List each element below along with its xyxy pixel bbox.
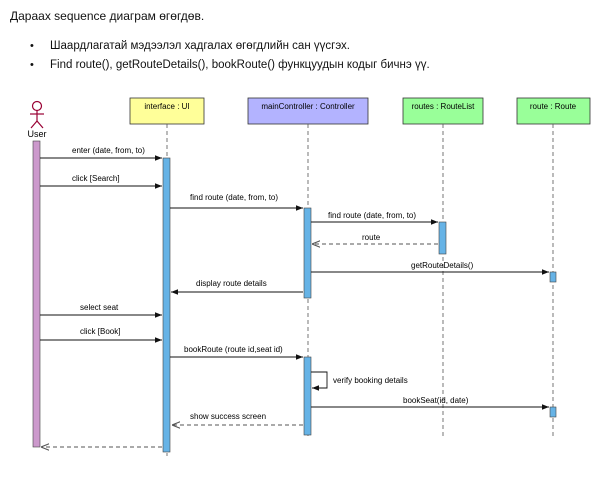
message-label: enter (date, from, to): [72, 146, 145, 155]
task-item: • Find route(), getRouteDetails(), bookR…: [30, 56, 430, 75]
lifeline-label: mainController : Controller: [261, 102, 355, 111]
message: display route details: [171, 279, 303, 295]
message: bookRoute (route id,seat id): [170, 345, 303, 360]
message: click [Book]: [40, 327, 162, 343]
message-label: find route (date, from, to): [328, 211, 416, 220]
message: click [Search]: [40, 174, 162, 189]
bullet-icon: •: [30, 40, 34, 52]
task-list: • Шаардлагатай мэдээлэл хадгалах өгөгдли…: [30, 37, 430, 75]
message-label: getRouteDetails(): [411, 261, 474, 270]
task-text: Шаардлагатай мэдээлэл хадгалах өгөгдлийн…: [50, 40, 351, 52]
self-message: verify booking details: [311, 371, 408, 391]
route-activation: [549, 406, 557, 418]
message: getRouteDetails(): [311, 261, 549, 275]
message: find route (date, from, to): [311, 211, 438, 225]
lifeline-lines: [166, 124, 554, 456]
message: bookSeat(id, date): [311, 396, 549, 410]
message: find route (date, from, to): [170, 193, 303, 211]
message: route: [312, 233, 438, 244]
message-label: route: [362, 233, 381, 242]
message-label: find route (date, from, to): [190, 193, 278, 202]
controller-activation: [303, 207, 312, 299]
lifeline-route: route : Route: [516, 97, 591, 125]
message-label: select seat: [80, 303, 119, 312]
lifeline-label: routes : RouteList: [412, 102, 475, 111]
message-label: bookSeat(id, date): [403, 396, 469, 405]
ui-activation: [162, 157, 171, 453]
routelist-activation: [438, 221, 447, 255]
task-item: • Шаардлагатай мэдээлэл хадгалах өгөгдли…: [30, 37, 430, 56]
lifeline-routelist: routes : RouteList: [402, 97, 484, 125]
controller-activation: [303, 356, 312, 436]
message: show success screen: [172, 412, 303, 425]
message-label: verify booking details: [333, 376, 408, 385]
lifeline-ui: interface : UI: [129, 97, 205, 125]
intro-text: Дараах sequence диаграм өгөгдөв.: [10, 9, 205, 23]
task-text: Find route(), getRouteDetails(), bookRou…: [50, 59, 430, 71]
actor-label: User: [27, 129, 46, 139]
message: select seat: [40, 303, 162, 318]
message-label: bookRoute (route id,seat id): [184, 345, 283, 354]
lifeline-label: interface : UI: [144, 102, 189, 111]
message: enter (date, from, to): [40, 146, 162, 161]
route-activation: [549, 271, 557, 283]
message-label: click [Book]: [80, 327, 120, 336]
bullet-icon: •: [30, 59, 34, 71]
message-label: display route details: [196, 279, 267, 288]
actor-head-icon: [31, 100, 43, 112]
lifeline-label: route : Route: [530, 102, 577, 111]
actor-activation: [32, 140, 41, 448]
message-label: click [Search]: [72, 174, 120, 183]
user-actor: User: [27, 100, 47, 139]
lifeline-controller: mainController : Controller: [247, 97, 369, 125]
message-label: show success screen: [190, 412, 266, 421]
